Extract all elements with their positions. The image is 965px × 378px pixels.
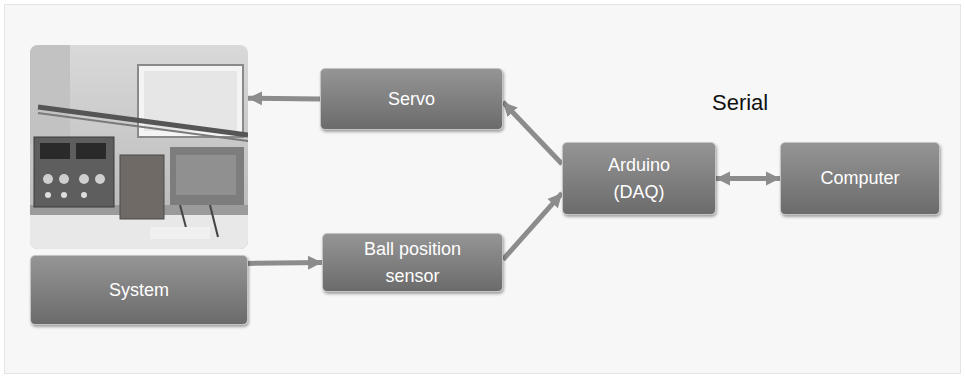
signal-arrow [248, 260, 322, 266]
computer-box: Computer [780, 142, 940, 215]
signal-arrow [716, 176, 780, 181]
sensor-box: Ball position sensor [322, 233, 503, 292]
signal-arrow [503, 102, 562, 164]
system-block: System [30, 45, 248, 325]
node-label: Computer [820, 165, 899, 191]
signal-arrow [248, 96, 320, 102]
node-label: Servo [388, 86, 435, 112]
signal-arrow [503, 193, 562, 259]
node-label: System [30, 255, 248, 325]
node-label: Ball position sensor [343, 236, 483, 288]
servo-box: Servo [320, 68, 503, 130]
system-photo [30, 45, 248, 249]
link-label: Serial [712, 90, 768, 116]
node-label: Arduino (DAQ) [599, 152, 679, 204]
daq-box: Arduino (DAQ) [562, 142, 716, 215]
